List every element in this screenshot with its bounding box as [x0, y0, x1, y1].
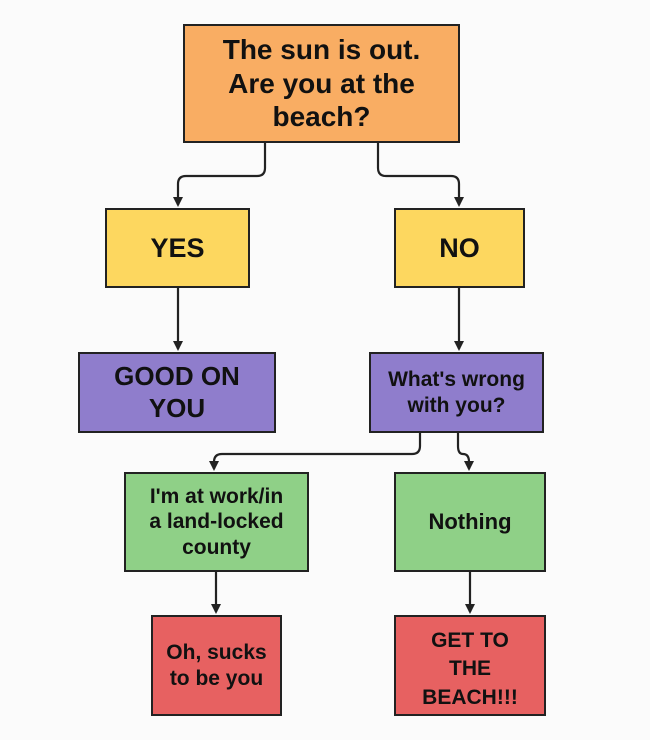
- edge-question-no: [376, 143, 464, 207]
- node-sucks-to-be-you: Oh, sucks to be you: [151, 615, 282, 716]
- node-question: The sun is out. Are you at the beach?: [183, 24, 460, 143]
- node-good-on-you: GOOD ON YOU: [78, 352, 276, 433]
- edge-wrong-nothing: [456, 433, 474, 471]
- node-no: NO: [394, 208, 525, 288]
- edge-question-yes: [173, 143, 267, 207]
- node-whats-wrong: What's wrong with you?: [369, 352, 544, 433]
- node-yes: YES: [105, 208, 250, 288]
- node-get-to-the-beach: GET TO THE BEACH!!!: [394, 615, 546, 716]
- edge-wrong-work: [209, 433, 422, 471]
- node-nothing: Nothing: [394, 472, 546, 572]
- node-at-work: I'm at work/in a land-locked county: [124, 472, 309, 572]
